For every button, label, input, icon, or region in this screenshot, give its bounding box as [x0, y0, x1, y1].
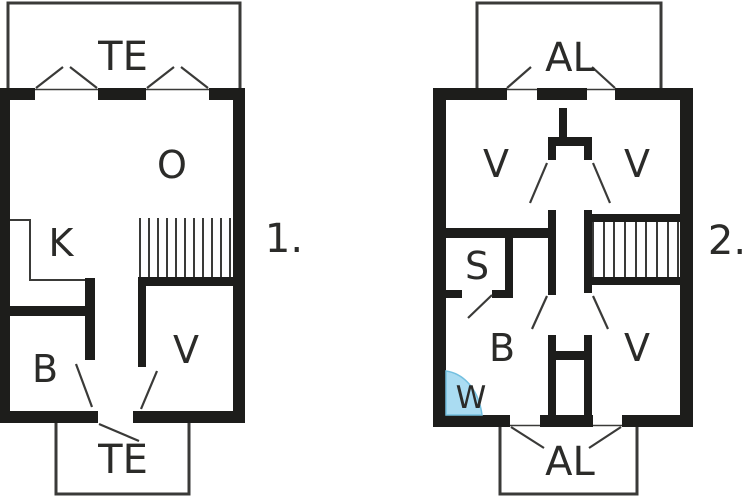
room-label-bedroom-lower: V	[624, 326, 650, 370]
room-label-shower: W	[456, 380, 487, 416]
terrace-bottom-outline	[54, 423, 191, 496]
room-label-bedroom-plan1: V	[173, 328, 199, 372]
room-label-sauna: S	[465, 244, 489, 288]
balcony-bottom-outline	[498, 427, 639, 496]
room-label-kitchen: K	[49, 221, 75, 265]
walls-plan-2	[433, 88, 693, 427]
shower-area	[445, 370, 483, 416]
terrace-outlines-plan1	[6, 1, 242, 496]
plan-number-2: 2.	[708, 218, 746, 264]
room-label-living: O	[157, 143, 187, 187]
door-swings-plan-1	[35, 66, 209, 443]
room-label-bedroom-right: V	[624, 142, 650, 186]
balcony-top-outline	[475, 1, 663, 88]
room-label-terrace-bottom: TE	[97, 437, 148, 483]
door-swings-plan-2	[467, 66, 622, 449]
terrace-top-outline	[6, 1, 242, 88]
floor-plan-1: TE O K B V TE 1.	[0, 1, 303, 496]
floor-plan-2: AL V V S B W V AL 2.	[433, 1, 746, 496]
room-label-bath-plan1: B	[32, 347, 58, 391]
opening-sills-plan-2	[507, 88, 622, 427]
balcony-outlines-plan2	[475, 1, 663, 496]
room-label-bath-plan2: B	[489, 326, 515, 370]
kitchen-counter-line	[10, 219, 85, 281]
room-label-balcony-top: AL	[545, 35, 595, 81]
staircase-plan-2	[592, 222, 679, 277]
plan-number-1: 1.	[265, 216, 303, 262]
room-label-bedroom-left: V	[483, 142, 509, 186]
staircase-plan-1	[139, 218, 231, 277]
walls-plan-1	[0, 88, 245, 423]
room-label-balcony-bottom: AL	[545, 439, 595, 485]
room-label-terrace-top: TE	[97, 34, 148, 80]
